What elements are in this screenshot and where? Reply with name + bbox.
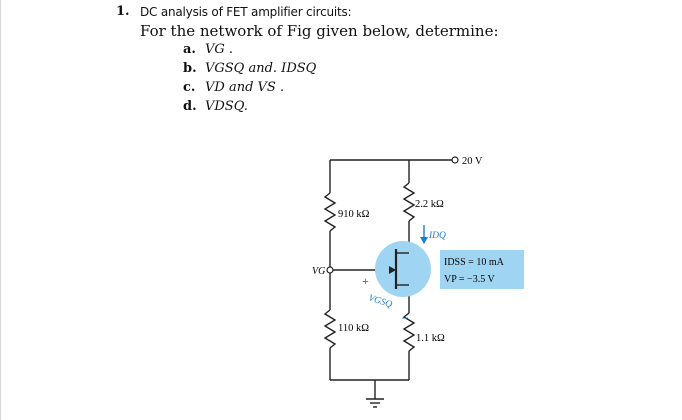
rd-resistor: [402, 182, 416, 222]
jfet-circuit-diagram: 20 V VG 2.2 kΩ 910 kΩ 110 kΩ 1.1 kΩ IDQ …: [312, 156, 524, 408]
idq-arrow-head: [420, 237, 428, 244]
part-a: a. VG .: [183, 42, 233, 57]
rs-resistor: [402, 312, 416, 352]
r2-label: 110 kΩ: [338, 323, 369, 334]
part-b-text: VGSQ and. IDSQ: [205, 61, 317, 76]
r2-resistor: [323, 309, 337, 349]
idss-label: IDSS = 10 mA: [444, 257, 505, 268]
part-c-label: c.: [183, 80, 196, 95]
question-intro: For the network of Fig given below, dete…: [140, 22, 499, 40]
part-d: d. VDSQ.: [183, 99, 248, 114]
question-number: 1.: [116, 4, 130, 19]
supply-terminal: [451, 156, 459, 164]
jfet-highlight: [375, 241, 431, 297]
vgsq-plus: +: [362, 274, 369, 288]
part-b: b. VGSQ and. IDSQ: [183, 61, 316, 76]
question-title: DC analysis of FET amplifier circuits:: [140, 5, 352, 19]
part-d-label: d.: [183, 99, 197, 114]
r1-resistor: [323, 192, 337, 232]
part-a-label: a.: [183, 42, 196, 57]
supply-label: 20 V: [462, 156, 483, 167]
r1-label: 910 kΩ: [338, 209, 370, 220]
rd-label: 2.2 kΩ: [415, 199, 444, 210]
left-border: [0, 0, 1, 420]
vg-label: VG: [312, 266, 325, 277]
idq-label: IDQ: [428, 231, 446, 241]
vp-label: VP = −3.5 V: [444, 274, 496, 285]
part-a-text: VG .: [205, 42, 234, 57]
vg-terminal: [326, 266, 334, 274]
parameters-box: [440, 250, 524, 289]
vgsq-label: VGSQ: [367, 293, 393, 310]
part-d-text: VDSQ.: [205, 99, 248, 114]
part-b-label: b.: [183, 61, 197, 76]
part-c: c. VD and VS .: [183, 80, 284, 95]
part-c-text: VD and VS .: [205, 80, 285, 95]
vgsq-minus: –: [401, 310, 409, 324]
ground-icon: [366, 398, 384, 408]
rs-label: 1.1 kΩ: [416, 333, 445, 344]
jfet-gate-arrow: [389, 266, 396, 274]
